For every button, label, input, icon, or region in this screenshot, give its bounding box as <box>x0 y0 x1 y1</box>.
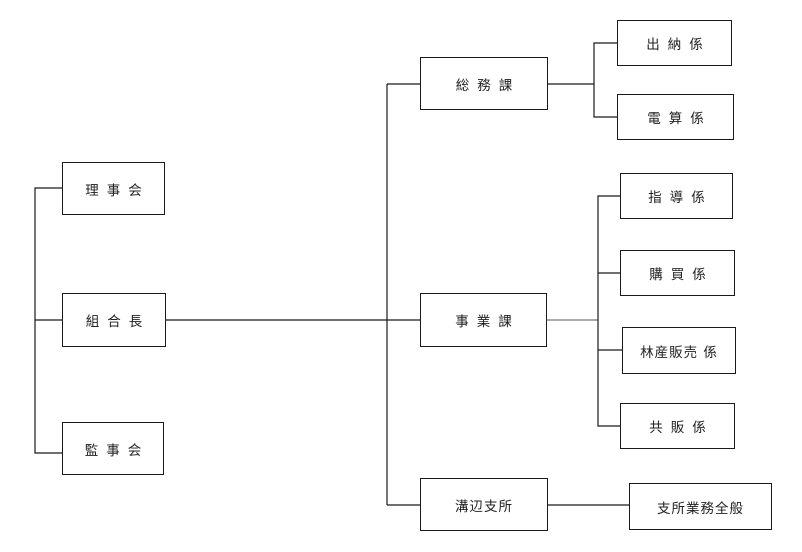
node-mizobeshisho: 溝辺支所 <box>420 478 548 531</box>
connector-somuka-bracket <box>593 42 617 118</box>
node-shisho-gyomu: 支所業務全般 <box>629 483 772 530</box>
node-somuka: 総務課 <box>420 57 548 110</box>
node-kobai: 購買係 <box>620 250 735 296</box>
node-kyohan: 共販係 <box>620 403 735 449</box>
node-kanjikai: 監事会 <box>62 422 164 475</box>
node-rijikai: 理事会 <box>62 162 165 215</box>
connector-jigyoka-bracket <box>597 195 620 427</box>
node-jigyoka: 事業課 <box>420 293 547 347</box>
node-rinsan: 林産販売 係 <box>622 327 736 374</box>
node-kumiaichou: 組合長 <box>62 293 166 347</box>
node-suitou: 出納係 <box>617 20 732 66</box>
node-densan: 電算係 <box>617 94 734 140</box>
node-shido: 指導係 <box>620 173 733 219</box>
